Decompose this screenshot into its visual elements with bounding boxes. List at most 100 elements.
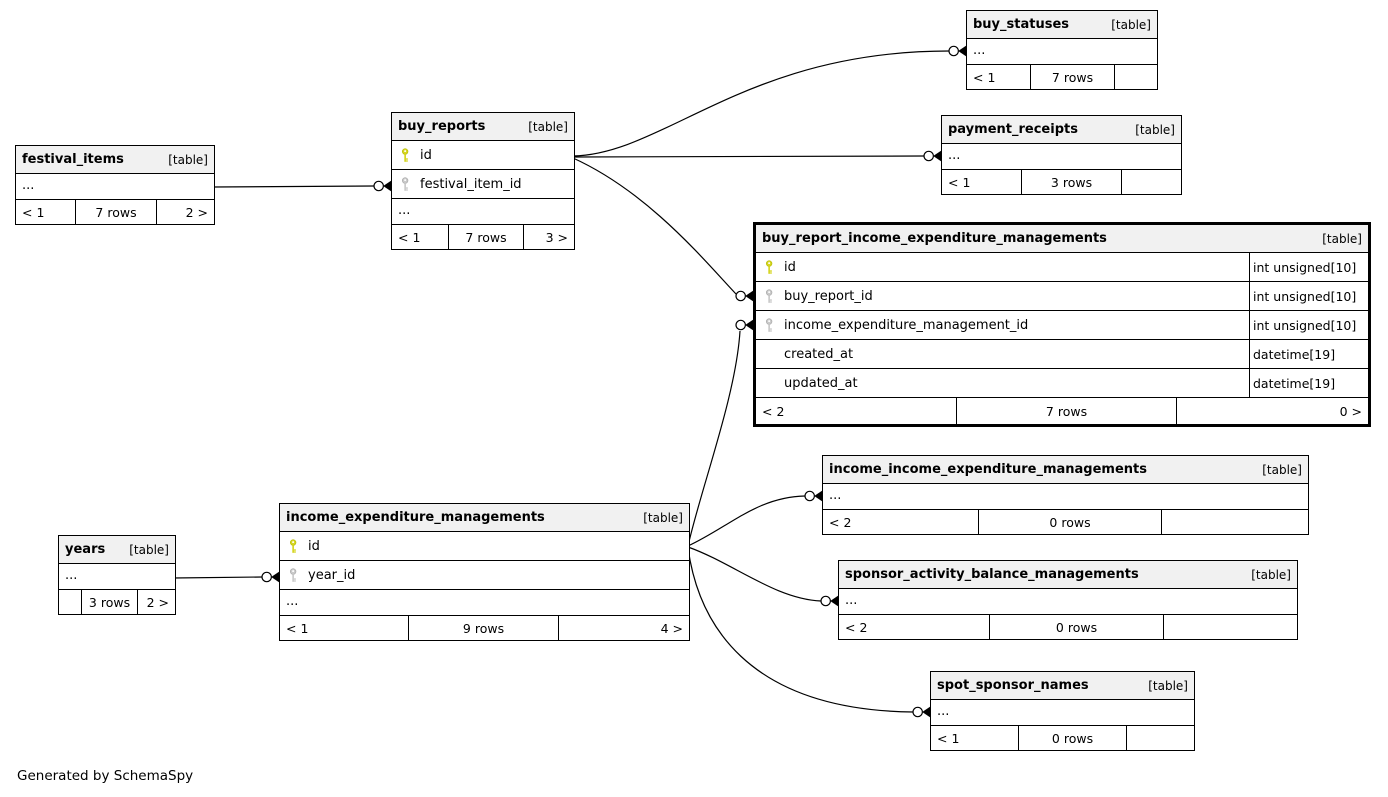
table-income_expenditure_managements[interactable]: income_expenditure_managements [table] id y… [279, 503, 690, 641]
footer-cell [1161, 510, 1308, 534]
foreign-key-icon [289, 567, 297, 582]
column-name: festival_item_id [420, 176, 522, 192]
table-name: spot_sponsor_names [937, 678, 1089, 693]
table-header: income_income_expenditure_managements[ta… [823, 456, 1308, 484]
footer-cell: 9 rows [408, 616, 558, 640]
column-row-id: id [392, 141, 574, 170]
column-row-id: id [280, 532, 689, 561]
hidden-columns-ellipsis: ... [280, 590, 689, 616]
one-arrowhead [745, 290, 753, 302]
column-name: year_id [308, 567, 356, 583]
zero-or-one-dot [948, 45, 959, 57]
footer-cell: 7 rows [1030, 65, 1114, 89]
table-sponsor_activity_balance_managements[interactable]: sponsor_activity_balance_managements [tab… [838, 560, 1298, 640]
table-footer: < 1 0 rows [931, 726, 1194, 750]
column-type: int unsigned[10] [1249, 282, 1368, 310]
footer-cell: 0 rows [1018, 726, 1126, 750]
schemaspy-credit: Generated by SchemaSpy [17, 768, 194, 784]
table-name: sponsor_activity_balance_managements [845, 567, 1139, 582]
zero-or-one-dot [735, 319, 746, 331]
column-type: int unsigned[10] [1249, 253, 1368, 281]
relationship-edge-festival_items-to-buy_reports.festival_item_id [212, 180, 391, 192]
table-header: festival_items[table] [16, 146, 214, 174]
footer-cell: < 1 [973, 69, 996, 85]
relationship-edge-buy_reports.id-to-buy_statuses [572, 45, 966, 157]
footer-cell [1126, 726, 1194, 750]
table-tag: [table] [1322, 231, 1362, 246]
footer-cell: < 1 [398, 229, 421, 245]
column-name: created_at [784, 346, 854, 362]
one-arrowhead [814, 490, 822, 502]
table-name: income_expenditure_managements [286, 510, 545, 525]
one-arrowhead [271, 571, 279, 583]
table-tag: [table] [1135, 122, 1175, 137]
primary-key-icon [765, 259, 773, 274]
table-tag: [table] [643, 510, 683, 525]
table-buy_report_income_expenditure_managements[interactable]: buy_report_income_expenditure_management… [753, 222, 1371, 427]
column-name: id [420, 147, 432, 163]
table-header: years [table] [59, 536, 175, 564]
zero-or-one-dot [261, 571, 272, 583]
table-tag: [table] [1111, 17, 1151, 32]
relationship-edge-buy_reports.id-to-payment_receipts [572, 150, 941, 162]
table-header: income_expenditure_managements [table] [280, 504, 689, 532]
one-arrowhead [958, 45, 966, 57]
hidden-columns-ellipsis: ... [823, 484, 1308, 510]
table-footer: < 1 7 rows [967, 65, 1157, 89]
table-name: payment_receipts [948, 122, 1078, 137]
one-arrowhead [745, 319, 753, 331]
table-buy_statuses[interactable]: buy_statuses [table]... < 1 7 rows [966, 10, 1158, 90]
footer-cell: < 2 [845, 619, 868, 635]
column-name: updated_at [784, 375, 858, 391]
footer-cell [1163, 615, 1297, 639]
relationship-edge-income_expenditure_managements.id-to-sponsor_activity_balance_managements [687, 546, 838, 607]
footer-cell: 4 > [558, 616, 689, 640]
footer-cell: < 2 [762, 403, 785, 419]
primary-key-icon [401, 147, 409, 162]
zero-or-one-dot [804, 490, 815, 502]
table-header: buy_report_income_expenditure_management… [756, 225, 1368, 253]
one-arrowhead [830, 595, 838, 607]
footer-cell [59, 590, 81, 614]
footer-cell: 0 > [1176, 398, 1368, 424]
footer-cell: 3 rows [1021, 170, 1121, 194]
footer-cell: < 1 [286, 620, 309, 636]
table-income_income_expenditure_managements[interactable]: income_income_expenditure_managements[ta… [822, 455, 1309, 535]
table-tag: [table] [1251, 567, 1291, 582]
footer-cell: < 1 [22, 204, 45, 220]
hidden-columns-ellipsis: ... [931, 700, 1194, 726]
relationship-edge-income_expenditure_managements.id-to-income_income_expenditure_managements [687, 490, 822, 547]
one-arrowhead [933, 150, 941, 162]
footer-cell: 2 > [156, 200, 214, 224]
table-name: buy_reports [398, 119, 486, 134]
table-header: buy_statuses [table] [967, 11, 1157, 39]
hidden-columns-ellipsis: ... [967, 39, 1157, 65]
column-row-festival_item_id: festival_item_id [392, 170, 574, 199]
foreign-key-icon [765, 317, 773, 332]
table-tag: [table] [129, 542, 169, 557]
zero-or-one-dot [820, 595, 831, 607]
table-header: spot_sponsor_names[table] [931, 672, 1194, 700]
column-type: int unsigned[10] [1249, 311, 1368, 339]
footer-cell: 0 rows [989, 615, 1163, 639]
table-name: buy_statuses [973, 17, 1070, 32]
table-name: years [65, 542, 106, 557]
primary-key-icon [289, 538, 297, 553]
footer-cell: < 1 [937, 730, 960, 746]
table-spot_sponsor_names[interactable]: spot_sponsor_names[table]... < 1 0 rows [930, 671, 1195, 751]
column-row-year_id: year_id [280, 561, 689, 590]
